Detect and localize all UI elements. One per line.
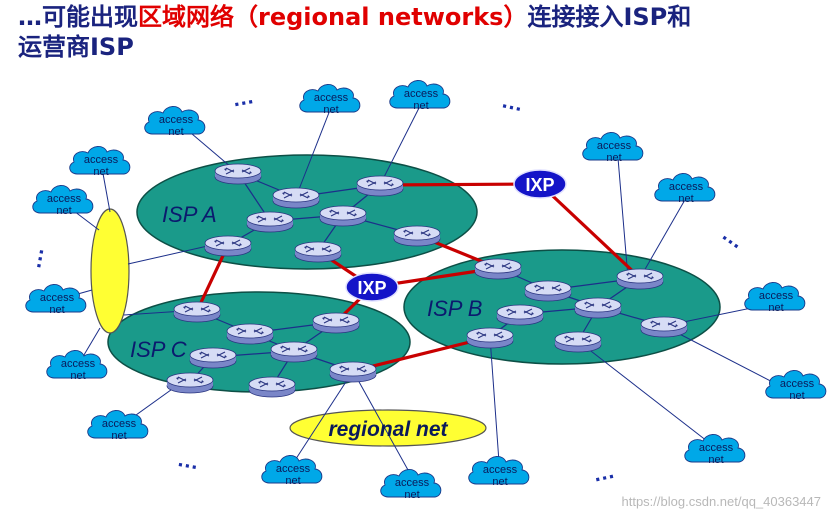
router-icon bbox=[270, 341, 318, 363]
router-icon bbox=[272, 187, 320, 209]
access-net-label: access bbox=[597, 140, 632, 152]
access-net-label: access bbox=[84, 154, 119, 166]
isp-a-label: ISP A bbox=[162, 202, 217, 227]
ixp-middle-label: IXP bbox=[357, 278, 386, 298]
access-net-label: access bbox=[61, 358, 96, 370]
access-net-label: net bbox=[606, 152, 621, 164]
router-icon bbox=[248, 376, 296, 398]
access-net-label: net bbox=[492, 476, 507, 488]
ellipsis-top-right: … bbox=[499, 87, 526, 116]
slide-title: …可能出现区域网络（regional networks）连接接入ISP和 运营商… bbox=[18, 2, 818, 62]
title-part-3: 连接接入ISP和 bbox=[527, 3, 692, 31]
router-icon bbox=[393, 225, 441, 247]
access-net-label: access bbox=[780, 378, 815, 390]
regional-net-bottom bbox=[289, 409, 487, 447]
router-icon bbox=[329, 361, 377, 383]
regional-net-left bbox=[90, 208, 130, 334]
router-icon bbox=[574, 297, 622, 319]
router-icon bbox=[226, 323, 274, 345]
access-links bbox=[59, 105, 789, 489]
access-net-label: access bbox=[759, 290, 794, 302]
access-net-label: access bbox=[669, 181, 704, 193]
access-net-label: net bbox=[285, 475, 300, 487]
title-line-1: …可能出现区域网络（regional networks）连接接入ISP和 bbox=[18, 2, 818, 32]
router-icon bbox=[189, 347, 237, 369]
isp-b-label: ISP B bbox=[427, 296, 482, 321]
title-part-2-highlight: 区域网络（regional networks） bbox=[138, 3, 528, 31]
access-net-label: net bbox=[56, 205, 71, 217]
access-net-label: access bbox=[699, 442, 734, 454]
ellipsis-bottom-right: … bbox=[590, 458, 617, 487]
access-net-label: net bbox=[404, 489, 419, 501]
ixp-top-label: IXP bbox=[525, 175, 554, 195]
router-icon bbox=[166, 372, 214, 394]
access-net-label: net bbox=[789, 390, 804, 402]
router-icon bbox=[204, 235, 252, 257]
access-net-label: access bbox=[47, 193, 82, 205]
router-icon bbox=[474, 258, 522, 280]
title-line-2: 运营商ISP bbox=[18, 33, 134, 61]
access-net-label: net bbox=[708, 454, 723, 466]
router-icon bbox=[466, 327, 514, 349]
access-net-label: access bbox=[395, 477, 430, 489]
isp-c-label: ISP C bbox=[130, 337, 187, 362]
router-icon bbox=[616, 268, 664, 290]
access-net-label: net bbox=[678, 193, 693, 205]
router-icon bbox=[294, 241, 342, 263]
router-icon bbox=[640, 316, 688, 338]
ixp-middle: IXP bbox=[345, 272, 399, 302]
ixp-top: IXP bbox=[513, 169, 567, 199]
router-icon bbox=[246, 211, 294, 233]
ellipsis-left: … bbox=[20, 245, 48, 271]
router-icon bbox=[524, 280, 572, 302]
watermark: https://blog.csdn.net/qq_40363447 bbox=[621, 494, 822, 509]
access-net-label: net bbox=[111, 430, 126, 442]
access-net-label: access bbox=[159, 114, 194, 126]
access-net-label: net bbox=[413, 100, 428, 112]
access-net-label: net bbox=[768, 302, 783, 314]
access-net-label: net bbox=[168, 126, 183, 138]
access-net-label: net bbox=[93, 166, 108, 178]
access-net-label: net bbox=[323, 104, 338, 116]
router-icon bbox=[173, 301, 221, 323]
access-net-label: access bbox=[276, 463, 311, 475]
access-net-label: access bbox=[102, 418, 137, 430]
access-net-label: access bbox=[314, 92, 349, 104]
router-icon bbox=[214, 163, 262, 185]
router-icon bbox=[554, 331, 602, 353]
ellipsis-bottom-left: … bbox=[175, 446, 201, 474]
access-net-label: net bbox=[49, 304, 64, 316]
router-icon bbox=[356, 175, 404, 197]
access-net-label: access bbox=[483, 464, 518, 476]
ellipsis-right: … bbox=[718, 221, 750, 254]
regional-net-label: regional net bbox=[328, 418, 448, 441]
ellipsis-top-left: … bbox=[230, 83, 256, 111]
access-net-label: access bbox=[404, 88, 439, 100]
router-icon bbox=[496, 304, 544, 326]
access-net-label: access bbox=[40, 292, 75, 304]
router-icon bbox=[319, 205, 367, 227]
access-net-label: net bbox=[70, 370, 85, 382]
router-icon bbox=[312, 312, 360, 334]
title-part-1: …可能出现 bbox=[18, 3, 138, 31]
